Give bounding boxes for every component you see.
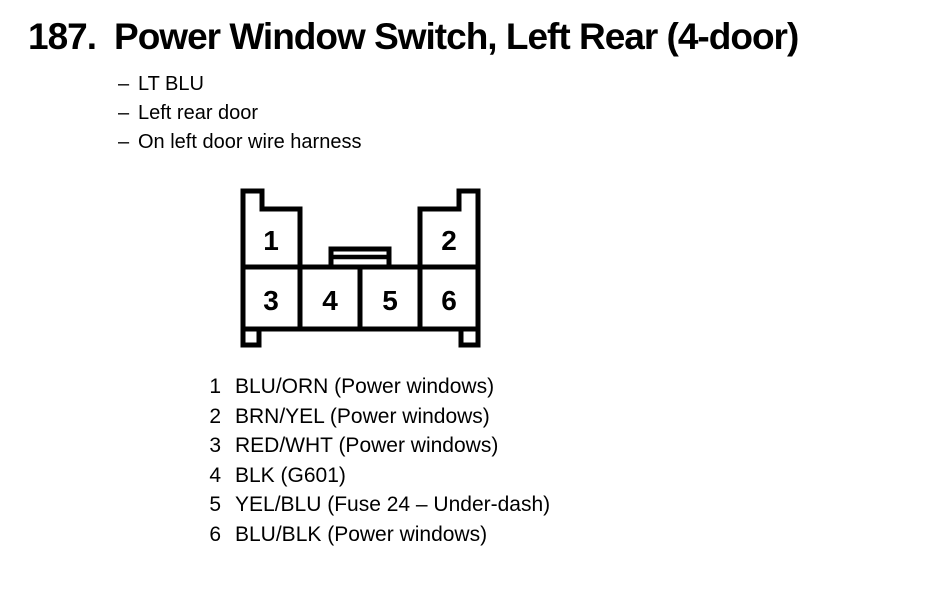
figure-heading: 187. Power Window Switch, Left Rear (4-d…	[28, 16, 799, 57]
connector-housing-outline	[240, 188, 481, 348]
notes-list: – LT BLU – Left rear door – On left door…	[118, 70, 361, 157]
note-dash: –	[118, 73, 130, 95]
pin-number-5: 5	[382, 285, 398, 316]
connector-pinout-diagram: 1 2 3 4 5 6	[240, 188, 481, 348]
pin-legend-number: 3	[209, 434, 221, 457]
pin-legend-number: 5	[209, 493, 221, 516]
figure-number: 187.	[28, 16, 97, 57]
pin-legend-description: BLK (G601)	[235, 463, 346, 487]
note-dash: –	[118, 131, 130, 153]
note-item: – Left rear door	[118, 99, 361, 128]
pin-number-3: 3	[263, 285, 279, 316]
pin-legend-number: 1	[209, 375, 221, 398]
page-title: Power Window Switch, Left Rear (4-door)	[114, 16, 799, 57]
pin-legend-number: 4	[209, 463, 221, 487]
note-text: Left rear door	[138, 102, 259, 124]
pin-legend-row: 5 YEL/BLU (Fuse 24 – Under-dash)	[208, 490, 550, 520]
pin-legend-description: BRN/YEL (Power windows)	[235, 404, 490, 428]
connector-cavity-dividers	[297, 267, 423, 329]
pin-legend-row: 2 BRN/YEL (Power windows)	[208, 402, 550, 432]
note-dash: –	[118, 102, 130, 124]
pin-legend-number: 2	[209, 404, 221, 428]
pin-legend-description: YEL/BLU (Fuse 24 – Under-dash)	[235, 493, 551, 516]
note-text: LT BLU	[138, 73, 204, 95]
pin-number-1: 1	[263, 225, 279, 256]
pin-legend-description: BLU/ORN (Power windows)	[235, 375, 495, 398]
note-text: On left door wire harness	[138, 131, 362, 153]
pin-legend-number: 6	[209, 522, 221, 546]
pin-legend-description: BLU/BLK (Power windows)	[235, 522, 488, 546]
connector-latch	[328, 246, 392, 265]
pin-legend-description: RED/WHT (Power windows)	[235, 434, 499, 457]
pin-number-2: 2	[441, 225, 457, 256]
pin-legend-row: 4 BLK (G601)	[208, 461, 550, 491]
pin-legend: 1 BLU/ORN (Power windows) 2 BRN/YEL (Pow…	[208, 372, 550, 549]
pin-legend-row: 6 BLU/BLK (Power windows)	[208, 520, 550, 550]
pin-legend-row: 3 RED/WHT (Power windows)	[208, 431, 550, 461]
note-item: – LT BLU	[118, 70, 361, 99]
pin-legend-row: 1 BLU/ORN (Power windows)	[208, 372, 550, 402]
note-item: – On left door wire harness	[118, 128, 361, 157]
pin-number-6: 6	[441, 285, 457, 316]
pin-number-4: 4	[322, 285, 338, 316]
